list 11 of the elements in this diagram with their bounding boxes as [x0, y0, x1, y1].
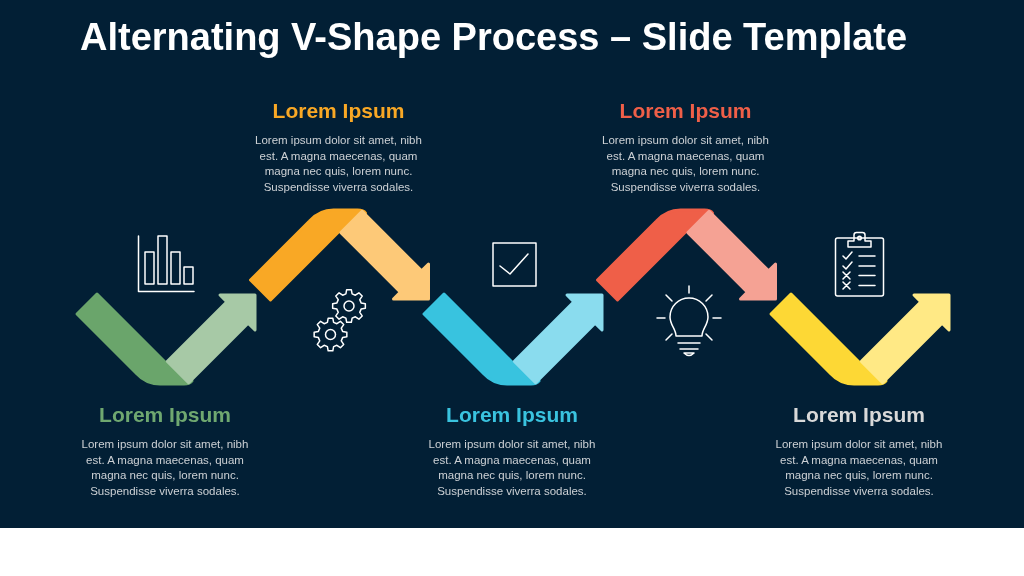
- step-description: Lorem ipsum dolor sit amet, nibh est. A magna maecenas, quam magna nec quis, lorem nunc. Suspendisse viverra sodales.: [601, 133, 770, 195]
- step-heading: Lorem Ipsum: [793, 402, 925, 427]
- step-heading: Lorem Ipsum: [619, 98, 752, 123]
- step-heading: Lorem Ipsum: [272, 98, 405, 123]
- step-description: Lorem ipsum dolor sit amet, nibh est. A magna maecenas, quam magna nec quis, lorem nunc. Suspendisse viverra sodales.: [427, 437, 597, 499]
- step-heading: Lorem Ipsum: [99, 402, 231, 427]
- step-heading: Lorem Ipsum: [446, 402, 578, 427]
- slide-title: Alternating V-Shape Process – Slide Template: [80, 18, 908, 56]
- step-description: Lorem ipsum dolor sit amet, nibh est. A magna maecenas, quam magna nec quis, lorem nunc. Suspendisse viverra sodales.: [774, 437, 944, 499]
- step-description: Lorem ipsum dolor sit amet, nibh est. A magna maecenas, quam magna nec quis, lorem nunc. Suspendisse viverra sodales.: [80, 437, 250, 499]
- step-description: Lorem ipsum dolor sit amet, nibh est. A magna maecenas, quam magna nec quis, lorem nunc. Suspendisse viverra sodales.: [254, 133, 423, 195]
